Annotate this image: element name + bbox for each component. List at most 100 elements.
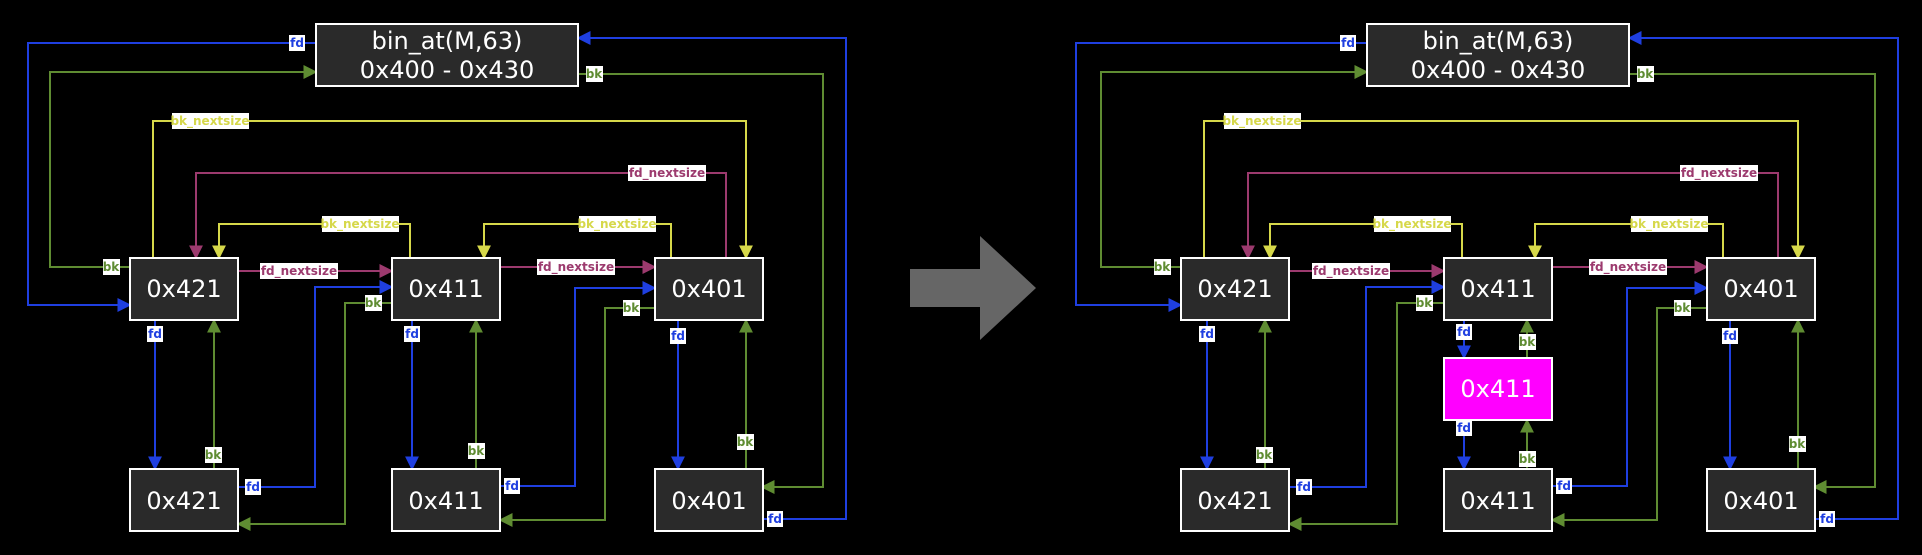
edge-label-bk: bk [365,295,382,311]
svg-text:0x400 - 0x430: 0x400 - 0x430 [360,56,534,84]
svg-text:0x401: 0x401 [1723,487,1798,515]
edge-label-bk-nextsize: bk_nextsize [1629,216,1709,232]
edge-label-bk: bk [1519,451,1537,467]
edge-label-fd: fd [1456,420,1472,436]
edge-label-fd: fd [670,328,686,344]
left-chunk-bottom-3: 0x401 [654,468,764,532]
right-chunk-top-3: 0x401 [1706,257,1816,321]
edge-label-fd: fd [1199,326,1215,342]
edge-label-fd-nextsize: fd_nextsize [1589,259,1667,275]
edge-label-bk: bk [1154,259,1171,275]
svg-text:bk: bk [1637,67,1655,81]
svg-text:bk_nextsize: bk_nextsize [320,217,399,232]
svg-text:fd: fd [1200,327,1214,341]
svg-text:bk_nextsize: bk_nextsize [1629,217,1708,232]
svg-text:0x401: 0x401 [671,275,746,303]
edge-label-bk: bk [103,259,121,275]
edge-label-fd: fd [289,35,305,51]
svg-text:bk: bk [1519,452,1537,466]
svg-text:0x411: 0x411 [1460,487,1535,515]
svg-text:fd: fd [246,480,260,494]
svg-text:fd_nextsize: fd_nextsize [1313,264,1389,279]
left-chunk-bottom-2: 0x411 [391,468,501,532]
svg-text:0x411: 0x411 [1460,275,1535,303]
svg-text:bk: bk [586,67,604,81]
svg-text:bk_nextsize: bk_nextsize [1372,217,1451,232]
edge-label-fd: fd [245,479,261,495]
svg-text:fd: fd [1457,325,1471,339]
edge-label-fd: fd [1556,478,1572,494]
right-chunk-top-1: 0x421 [1180,257,1290,321]
svg-text:fd: fd [1457,421,1471,435]
right-chunk-inserted: 0x411 [1443,357,1553,421]
edge-label-bk: bk [737,434,755,450]
left-edges [27,31,847,531]
left-diagram: fd bk bk_nextsize fd_nextsize bk_nextsiz… [27,23,847,532]
svg-text:fd: fd [1557,479,1571,493]
edge-label-bk-nextsize: bk_nextsize [577,216,657,232]
svg-text:fd: fd [768,512,782,526]
right-chunk-bottom-2: 0x411 [1443,468,1553,532]
svg-text:fd_nextsize: fd_nextsize [261,264,337,279]
right-chunk-bottom-3: 0x401 [1706,468,1816,532]
edge-label-fd-nextsize: fd_nextsize [260,263,338,279]
svg-text:0x421: 0x421 [1197,275,1272,303]
edge-label-bk: bk [1789,436,1807,452]
edge-label-fd: fd [1340,35,1356,51]
edge-label-fd: fd [1296,479,1312,495]
svg-text:fd_nextsize: fd_nextsize [1590,260,1666,275]
svg-text:bin_at(M,63): bin_at(M,63) [1423,27,1574,55]
edge-label-fd-nextsize: fd_nextsize [1312,263,1390,279]
svg-text:bk: bk [1519,335,1537,349]
svg-text:fd: fd [671,329,685,343]
svg-text:bk: bk [1416,296,1434,310]
svg-text:bk: bk [737,435,755,449]
svg-text:bk: bk [1789,437,1807,451]
right-bin-node: bin_at(M,63) 0x400 - 0x430 [1366,23,1630,87]
svg-text:bk_nextsize: bk_nextsize [170,114,249,129]
edge-label-bk-nextsize: bk_nextsize [170,113,250,129]
svg-text:0x411: 0x411 [1460,375,1535,403]
svg-text:0x411: 0x411 [408,487,483,515]
svg-text:0x421: 0x421 [1197,487,1272,515]
right-arrow-icon [910,236,1036,340]
svg-text:0x401: 0x401 [671,487,746,515]
left-chunk-top-3: 0x401 [654,257,764,321]
svg-text:fd: fd [290,36,304,50]
svg-text:fd_nextsize: fd_nextsize [538,260,614,275]
svg-text:fd: fd [148,327,162,341]
edge-label-bk: bk [623,300,641,316]
svg-text:bk: bk [468,444,486,458]
edge-label-bk: bk [1674,300,1692,316]
svg-text:bk: bk [205,448,223,462]
edge-label-bk-nextsize: bk_nextsize [1372,216,1452,232]
edge-label-fd: fd [504,478,520,494]
svg-text:fd: fd [1297,480,1311,494]
right-chunk-top-2: 0x411 [1443,257,1553,321]
edge-label-bk-nextsize: bk_nextsize [320,216,400,232]
edge-label-bk: bk [1256,447,1273,463]
svg-text:bk: bk [103,260,121,274]
left-chunk-top-2: 0x411 [391,257,501,321]
svg-text:0x421: 0x421 [146,487,221,515]
edge-label-bk: bk [1416,295,1434,311]
edge-label-fd: fd [404,326,420,342]
svg-text:bk: bk [1674,301,1692,315]
svg-text:0x421: 0x421 [146,275,221,303]
svg-text:fd: fd [1341,36,1355,50]
svg-text:bk_nextsize: bk_nextsize [577,217,656,232]
svg-text:bk: bk [623,301,641,315]
svg-text:0x401: 0x401 [1723,275,1798,303]
left-chunk-bottom-1: 0x421 [129,468,239,532]
edge-label-fd: fd [1722,328,1738,344]
svg-text:fd_nextsize: fd_nextsize [629,166,705,181]
svg-text:fd: fd [1723,329,1737,343]
right-chunk-bottom-1: 0x421 [1180,468,1290,532]
right-diagram: fd bk bk_nextsize fd_nextsize bk_nextsiz… [1075,23,1899,532]
svg-text:fd: fd [405,327,419,341]
left-bin-node: bin_at(M,63) 0x400 - 0x430 [315,23,579,87]
svg-text:fd: fd [505,479,519,493]
edge-label-fd: fd [1819,511,1835,527]
edge-label-fd-nextsize: fd_nextsize [628,165,706,181]
